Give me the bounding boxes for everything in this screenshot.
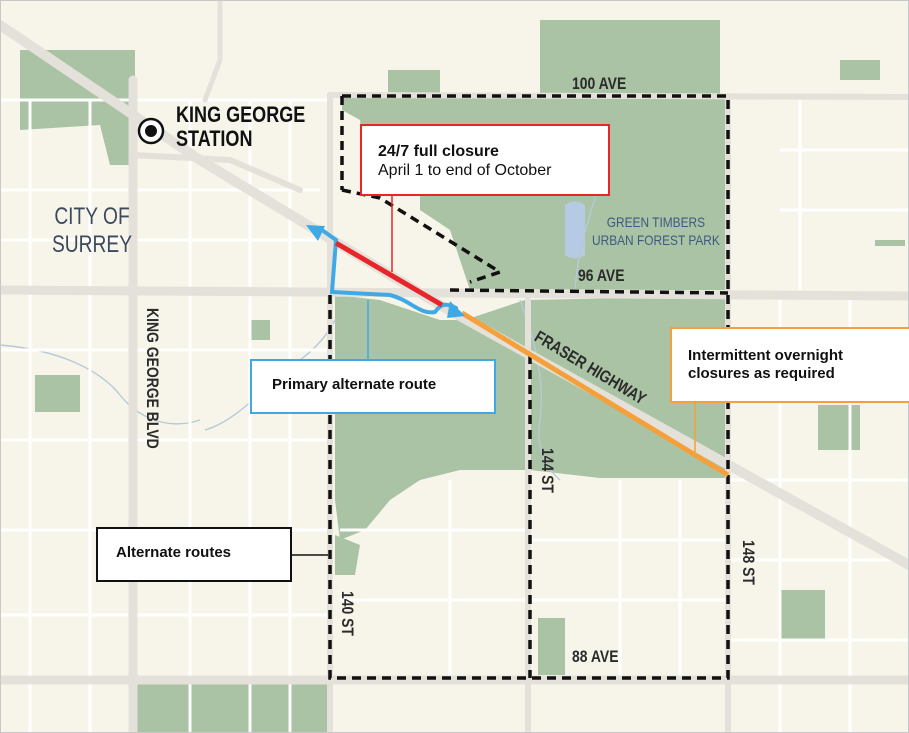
road-label-king-george-blvd: KING GEORGE BLVD — [143, 308, 162, 449]
road-label-100-ave: 100 AVE — [572, 74, 627, 93]
route-arrow-nw — [306, 225, 325, 241]
road-label-88-ave: 88 AVE — [572, 647, 619, 666]
full-closure-detail: April 1 to end of October — [378, 162, 552, 179]
route-arrow-se — [447, 301, 465, 318]
overnight-closure-segment — [460, 310, 730, 478]
city-label-line1: CITY OF — [54, 203, 130, 230]
station-label-line2: STATION — [176, 126, 253, 151]
primary-alternate-route — [320, 228, 458, 315]
road-label-140-st: 140 ST — [338, 591, 357, 636]
road-label-96-ave: 96 AVE — [578, 266, 625, 285]
park-label-line2: URBAN FOREST PARK — [592, 232, 720, 248]
city-label-line2: SURREY — [52, 231, 133, 258]
leader-lines — [292, 195, 696, 556]
project-boundary — [328, 94, 730, 680]
overnight-closure-line2: closures as required — [688, 365, 835, 382]
overnight-closure-callout: Intermittent overnight closures as requi… — [670, 327, 909, 403]
primary-alternate-route-label: Primary alternate route — [272, 376, 437, 393]
station-icon-core — [145, 125, 157, 137]
station-label-line1: KING GEORGE — [176, 102, 306, 127]
road-label-144-st: 144 ST — [538, 448, 557, 493]
park-label-line1: GREEN TIMBERS — [606, 214, 706, 230]
full-closure-segment — [334, 240, 444, 308]
full-closure-title: 24/7 full closure — [378, 143, 499, 160]
alternate-routes-callout: Alternate routes — [96, 527, 292, 582]
primary-alternate-route-callout: Primary alternate route — [250, 359, 496, 414]
city-label: CITY OF SURREY — [52, 203, 132, 259]
full-closure-callout: 24/7 full closure April 1 to end of Octo… — [360, 124, 610, 196]
station-label: KING GEORGE STATION — [176, 103, 305, 151]
overnight-closure-line1: Intermittent overnight — [688, 347, 844, 364]
park-label: GREEN TIMBERS URBAN FOREST PARK — [592, 213, 720, 249]
road-label-148-st: 148 ST — [739, 540, 758, 585]
alternate-routes-label: Alternate routes — [116, 544, 232, 561]
lake — [565, 201, 585, 259]
